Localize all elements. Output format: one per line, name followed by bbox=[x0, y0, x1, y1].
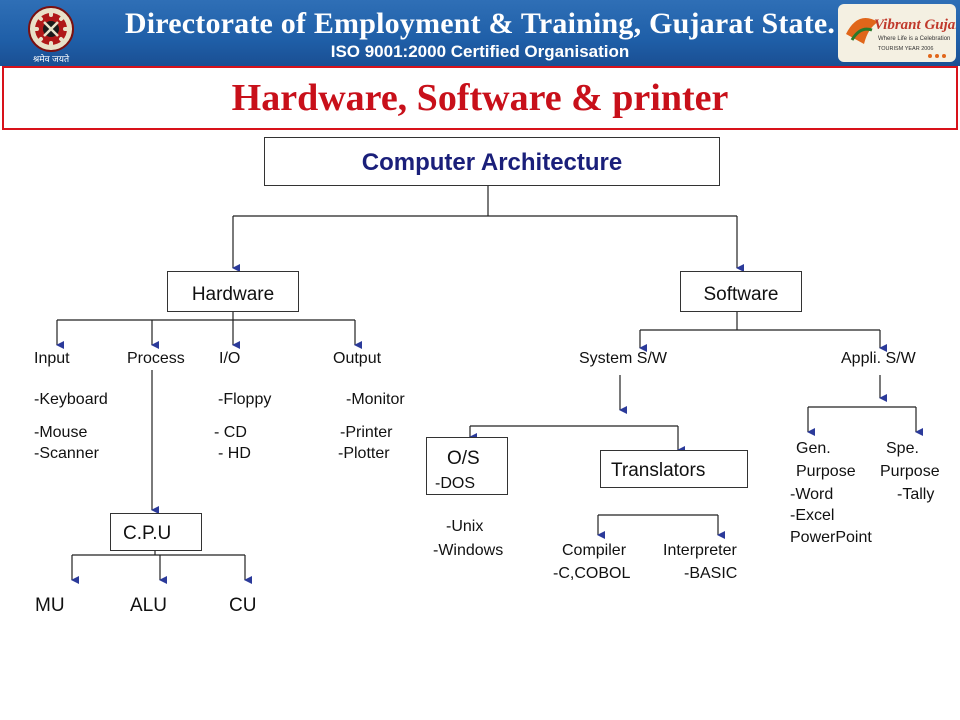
cpu-part-cu: CU bbox=[229, 595, 257, 616]
software-node-box: Software bbox=[680, 271, 802, 312]
os-node-label: O/S bbox=[447, 448, 480, 469]
svg-text:Vibrant Gujarat: Vibrant Gujarat bbox=[874, 17, 956, 33]
software-node-label: Software bbox=[703, 284, 779, 305]
compiler-items: -C,COBOL bbox=[553, 565, 631, 582]
input-item: -Mouse bbox=[34, 424, 88, 441]
hw-category-process: Process bbox=[127, 350, 185, 367]
sw-category-application: Appli. S/W bbox=[841, 350, 916, 367]
io-item: - CD bbox=[214, 424, 247, 441]
slide-title: Hardware, Software & printer bbox=[231, 77, 729, 119]
hw-category-output: Output bbox=[333, 350, 382, 367]
cpu-part-alu: ALU bbox=[130, 595, 167, 616]
vibrant-gujarat-logo: Vibrant Gujarat Where Life is a Celebrat… bbox=[838, 4, 956, 62]
root-node-label: Computer Architecture bbox=[361, 149, 623, 176]
hw-category-input: Input bbox=[34, 350, 70, 367]
output-item: -Plotter bbox=[338, 445, 390, 462]
compiler-label: Compiler bbox=[562, 542, 627, 559]
iso-subtitle: ISO 9001:2000 Certified Organisation bbox=[330, 42, 630, 61]
os-node-box: O/S -DOS bbox=[426, 437, 508, 495]
io-item: - HD bbox=[218, 445, 251, 462]
os-item: -Unix bbox=[446, 518, 484, 535]
organisation-title: Directorate of Employment & Training, Gu… bbox=[124, 7, 836, 40]
os-item: -Windows bbox=[433, 542, 504, 559]
spe-purpose-item: -Tally bbox=[897, 486, 935, 503]
emblem-caption: श्रमेव जयते bbox=[32, 54, 70, 64]
cpu-node-box: C.P.U bbox=[110, 513, 202, 551]
hw-category-io: I/O bbox=[219, 350, 241, 367]
hardware-node-box: Hardware bbox=[167, 271, 299, 312]
root-node-box: Computer Architecture bbox=[264, 137, 720, 186]
sw-category-system: System S/W bbox=[579, 350, 668, 367]
gen-purpose-item: PowerPoint bbox=[790, 529, 872, 546]
svg-text:TOURISM YEAR 2006: TOURISM YEAR 2006 bbox=[878, 46, 933, 52]
input-item: -Scanner bbox=[34, 445, 99, 462]
interpreter-items: -BASIC bbox=[684, 565, 738, 582]
cpu-node-label: C.P.U bbox=[123, 523, 172, 544]
spe-purpose-label: Purpose bbox=[880, 463, 940, 480]
cpu-part-mu: MU bbox=[35, 595, 65, 616]
svg-text:Where Life is a Celebration: Where Life is a Celebration bbox=[878, 36, 950, 42]
det-emblem-logo bbox=[28, 6, 74, 52]
hardware-node-label: Hardware bbox=[191, 284, 275, 305]
header-banner: श्रमेव जयते Directorate of Employment & … bbox=[0, 0, 960, 66]
io-item: -Floppy bbox=[218, 391, 272, 408]
input-item: -Keyboard bbox=[34, 391, 108, 408]
gen-purpose-label: Purpose bbox=[796, 463, 856, 480]
slide-title-box: Hardware, Software & printer bbox=[2, 66, 958, 130]
output-item: -Printer bbox=[340, 424, 393, 441]
output-item: -Monitor bbox=[346, 391, 405, 408]
gen-purpose-item: -Excel bbox=[790, 507, 835, 524]
gen-purpose-label: Gen. bbox=[796, 440, 831, 457]
translators-node-box: Translators bbox=[600, 450, 748, 488]
gen-purpose-item: -Word bbox=[790, 486, 834, 503]
translators-node-label: Translators bbox=[611, 460, 706, 481]
spe-purpose-label: Spe. bbox=[886, 440, 919, 457]
os-item: -DOS bbox=[435, 475, 475, 492]
interpreter-label: Interpreter bbox=[663, 542, 737, 559]
